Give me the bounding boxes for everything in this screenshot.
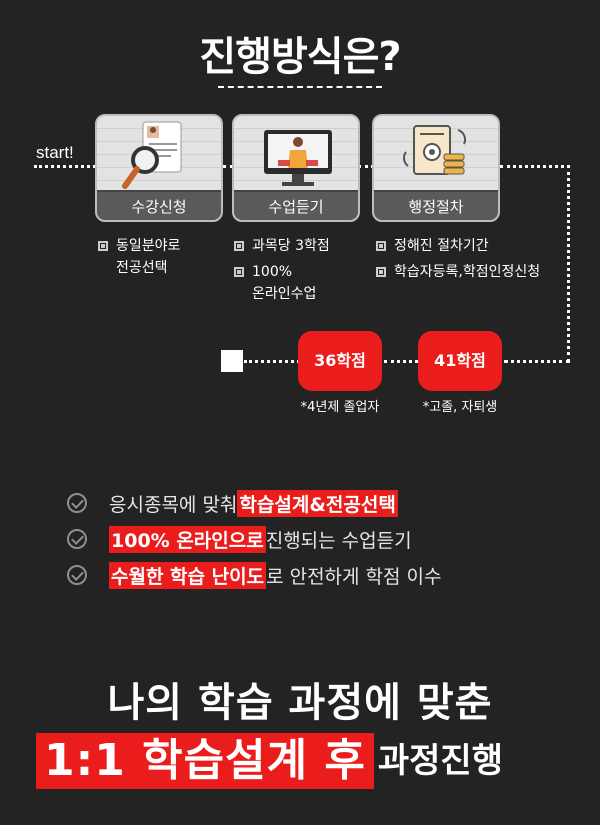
- list-item: 응시종목에 맞춰 학습설계&전공선택: [67, 488, 442, 518]
- goal-36-credits: 36학점: [298, 331, 382, 391]
- step-card-2: 수업듣기: [232, 114, 360, 222]
- list-item: 과목당 3학점: [234, 235, 330, 257]
- square-bullet-icon: [376, 241, 386, 251]
- step-card-1: 수강신청: [95, 114, 223, 222]
- start-line: [34, 165, 96, 168]
- goal-36-note: *4년제 졸업자: [300, 400, 380, 415]
- return-line-3: [244, 360, 300, 363]
- step-label-1: 수강신청: [97, 190, 221, 220]
- list-item: 학습자등록,학점인정신청: [376, 261, 540, 283]
- online-lecture-monitor-icon: [264, 130, 332, 186]
- list-item: 수월한 학습 난이도 로 안전하게 학점 이수: [67, 560, 442, 590]
- step-2-bullets: 과목당 3학점 100% 온라인수업: [234, 235, 330, 305]
- list-item: 100% 온라인으로 진행되는 수업듣기: [67, 524, 442, 554]
- connector-line-3: [500, 165, 570, 168]
- list-item: 정해진 절차기간: [376, 235, 540, 257]
- check-circle-icon: [67, 493, 87, 513]
- step-1-bullets: 동일분야로 전공선택: [98, 235, 180, 279]
- start-label: start!: [36, 143, 74, 162]
- square-bullet-icon: [234, 267, 244, 277]
- step-3-bullets: 정해진 절차기간 학습자등록,학점인정신청: [376, 235, 540, 283]
- list-item: 동일분야로 전공선택: [98, 235, 180, 279]
- check-circle-icon: [67, 565, 87, 585]
- headline-line-1: 나의 학습 과정에 맞춘: [107, 680, 493, 726]
- square-bullet-icon: [98, 241, 108, 251]
- step-label-2: 수업듣기: [234, 190, 358, 220]
- list-item: 100% 온라인수업: [234, 261, 330, 305]
- end-marker: [221, 350, 243, 372]
- certificate-coins-icon: [403, 125, 467, 175]
- step-card-3: 행정절차: [372, 114, 500, 222]
- goal-41-note: *고졸, 자퇴생: [422, 400, 498, 415]
- headline-line-2: 1:1 학습설계 후 과정진행: [36, 733, 503, 789]
- return-line-1: [504, 360, 570, 363]
- goal-41-credits: 41학점: [418, 331, 502, 391]
- square-bullet-icon: [376, 267, 386, 277]
- headline-highlight: 1:1 학습설계 후: [36, 733, 374, 789]
- connector-line-1: [222, 165, 234, 168]
- vertical-line: [567, 165, 570, 362]
- connector-line-2: [358, 165, 374, 168]
- square-bullet-icon: [234, 241, 244, 251]
- step-label-3: 행정절차: [374, 190, 498, 220]
- checklist: 응시종목에 맞춰 학습설계&전공선택 100% 온라인으로 진행되는 수업듣기 …: [67, 488, 442, 590]
- search-document-icon: [122, 121, 182, 189]
- check-circle-icon: [67, 529, 87, 549]
- title-underline: [218, 86, 382, 88]
- headline-suffix: 과정진행: [377, 741, 503, 781]
- page-title: 진행방식은?: [199, 34, 401, 80]
- return-line-2: [384, 360, 418, 363]
